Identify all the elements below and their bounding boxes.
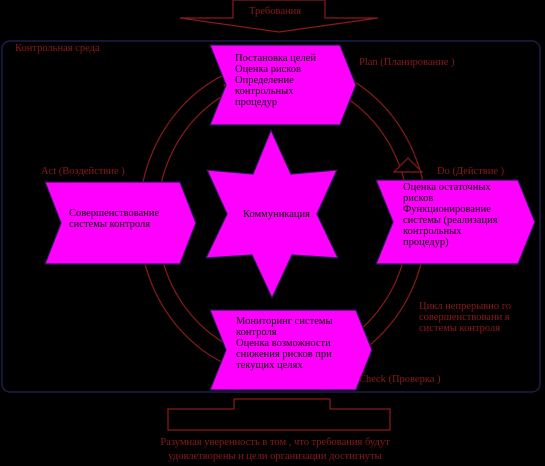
cycle-arrowhead-right [392,157,424,173]
check-text: Мониторинг системы контроля Оценка возмо… [236,316,333,371]
plan-box [209,44,357,126]
communication-label: Коммуникация [243,209,310,220]
result-line: удовлетворены и цели организации достигн… [168,451,382,462]
act-text: Совершенствование системы контроля [69,208,159,230]
check-line: контроля [236,327,277,338]
plan-line: Определение [235,75,294,86]
communication-star [205,128,339,300]
plan-text: Постановка целей Оценка рисков Определен… [235,53,316,108]
do-line: Функционирование [403,204,491,215]
act-line: системы контроля [69,219,151,230]
check-line: Оценка возможности [236,338,331,349]
input-arrow [179,0,379,33]
check-box [209,309,373,391]
output-arrow [167,398,391,431]
do-line: системы (реализация [403,215,498,226]
check-label: Check (Проверка ) [359,374,441,385]
result-line: Разумная уверенность в том , что требова… [160,437,390,448]
act-label: Act (Воздействие ) [41,166,125,177]
plan-line: контрольных [235,86,294,97]
do-line: рисков [403,193,434,204]
act-line: Совершенствование [69,208,160,219]
cycle-note-line: системы контроля [419,323,501,334]
plan-line: Оценка рисков [235,64,302,75]
check-line: снижения рисков при [236,349,332,360]
environment-label: Контрольная среда [15,43,100,54]
plan-line: процедур [235,97,278,108]
do-box [375,179,536,265]
check-line: текущих целях [236,360,303,371]
do-label: Do (Действие ) [437,166,505,177]
do-line: процедур) [403,237,449,248]
plan-line: Постановка целей [235,53,316,64]
do-line: Оценка остаточных [403,182,491,193]
do-line: контрольных [403,226,462,237]
cycle-note-line: совершенствовани я [419,312,510,323]
do-text: Оценка остаточных рисков Функционировани… [403,182,498,248]
result-label: Разумная уверенность в том , что требова… [150,436,400,464]
control-environment-frame [1,40,541,393]
cycle-note: Цикл непрерывно го совершенствовани я си… [419,301,511,334]
plan-label: Plan (Планирование ) [359,57,455,68]
act-box [44,181,197,265]
requirements-label: Требования [249,6,302,17]
cycle-note-line: Цикл непрерывно го [419,301,512,312]
check-line: Мониторинг системы [236,316,333,327]
